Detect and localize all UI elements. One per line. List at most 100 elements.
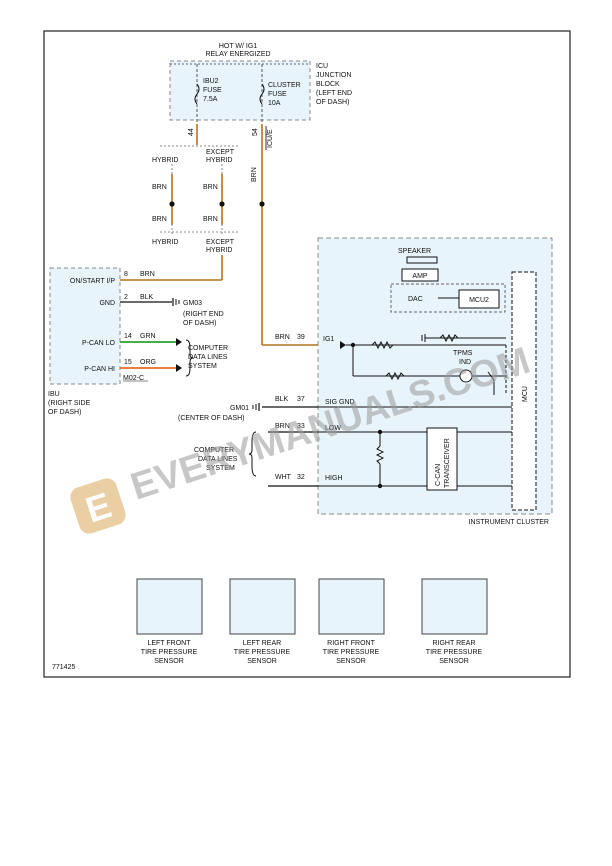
ibu-wire-color-2: BLK — [140, 294, 154, 301]
ibu-wire-color-4: ORG — [140, 359, 156, 366]
sensor-right-rear — [421, 578, 488, 635]
ibu-wire-color-1: BRN — [140, 271, 155, 278]
gm03-label-1: GM03 — [183, 300, 202, 307]
sensor-lr-label-1: LEFT REAR — [243, 640, 281, 647]
hybrid-bot-right-1: EXCEPT — [206, 239, 235, 246]
header-line-2: RELAY ENERGIZED — [205, 51, 270, 58]
cluster-pin-num-3: 33 — [297, 423, 305, 430]
gm03-label-3: OF DASH) — [183, 320, 216, 327]
ibu-wire-color-3: GRN — [140, 333, 156, 340]
fuse-ibu2-label-1: IBU2 — [203, 78, 219, 85]
sensor-lf-label-2: TIRE PRESSURE — [141, 649, 198, 656]
ibu-connector-label: M02-C — [123, 375, 144, 382]
hybrid-top-left: HYBRID — [152, 157, 178, 164]
junction-label-4: (LEFT END — [316, 90, 352, 97]
cluster-pin-name-4: HIGH — [325, 475, 343, 482]
sensor-rf-label-3: SENSOR — [336, 658, 366, 665]
ibu-label-1: IBU — [48, 391, 60, 398]
sensor-lf-label-3: SENSOR — [154, 658, 184, 665]
sensor-right-front — [318, 578, 385, 635]
hybrid-wire-label-3: BRN — [152, 216, 167, 223]
cdls-top-brace — [185, 339, 194, 377]
ibu-pin-num-4: 15 — [124, 359, 132, 366]
junction-label-3: BLOCK — [316, 81, 340, 88]
cluster-feed-color: BRN — [251, 167, 258, 182]
sensor-rr-label-1: RIGHT REAR — [432, 640, 475, 647]
ibu-pin-num-2: 2 — [124, 294, 128, 301]
tpms-label-2: IND — [459, 359, 471, 366]
hybrid-top-right-2: HYBRID — [206, 157, 232, 164]
ibu-label-3: OF DASH) — [48, 409, 81, 416]
pin-54-label: 54 — [252, 128, 259, 136]
tpms-label-1: TPMS — [453, 350, 473, 357]
junction-label-1: ICU — [316, 63, 328, 70]
cluster-pin-num-1: 39 — [297, 334, 305, 341]
mcu-block — [511, 271, 537, 511]
cluster-title: INSTRUMENT CLUSTER — [469, 519, 549, 526]
pin-44-label: 44 — [188, 128, 195, 136]
cluster-wire-color-1: BRN — [275, 334, 290, 341]
gm01-label-2: (CENTER OF DASH) — [178, 415, 245, 422]
sensor-rr-label-2: TIRE PRESSURE — [426, 649, 483, 656]
sensor-rr-label-3: SENSOR — [439, 658, 469, 665]
junction-label-2: JUNCTION — [316, 72, 351, 79]
fuse-cluster-label-1: CLUSTER — [268, 82, 301, 89]
cdls-top-label-3: SYSTEM — [188, 363, 217, 370]
figure-id: 771425 — [52, 664, 75, 671]
icu-junction-block — [169, 60, 311, 121]
cluster-wire-color-2: BLK — [275, 396, 289, 403]
ibu-pin-name-3: P-CAN LO — [82, 340, 116, 347]
cdls-bot-label-2: DATA LINES — [198, 456, 238, 463]
cluster-pin-num-4: 32 — [297, 474, 305, 481]
ibu-module — [49, 267, 121, 385]
transceiver-label-2: TRANSCEIVER — [444, 438, 451, 488]
cdls-bottom-brace — [248, 431, 257, 477]
mcu-label: MCU — [522, 386, 529, 402]
sensor-lr-label-3: SENSOR — [247, 658, 277, 665]
sensor-left-front — [136, 578, 203, 635]
cdls-top-label-2: DATA LINES — [188, 354, 228, 361]
cdls-bot-label-1: COMPUTER — [194, 447, 234, 454]
hybrid-wire-label-1: BRN — [152, 184, 167, 191]
amp-block — [401, 268, 439, 282]
mcu2-block — [458, 289, 500, 309]
speaker-icon — [406, 256, 438, 264]
sensor-lr-label-2: TIRE PRESSURE — [234, 649, 291, 656]
hybrid-wire-label-4: BRN — [203, 216, 218, 223]
junction-label-5: OF DASH) — [316, 99, 349, 106]
gm03-label-2: (RIGHT END — [183, 311, 224, 318]
cdls-top-label-1: COMPUTER — [188, 345, 228, 352]
ibu-pin-num-3: 14 — [124, 333, 132, 340]
diagram-frame — [43, 30, 571, 678]
cluster-pin-name-1: IG1 — [323, 336, 334, 343]
header-line-1: HOT W/ IG1 — [219, 43, 257, 50]
cluster-pin-name-2: SIG GND — [325, 399, 355, 406]
cluster-wire-color-4: WHT — [275, 474, 292, 481]
ibu-pin-name-4: P-CAN HI — [84, 366, 115, 373]
ibu-pin-name-1: ON/START I/P — [70, 278, 115, 285]
sensor-lf-label-1: LEFT FRONT — [147, 640, 191, 647]
c-can-transceiver-block — [426, 427, 458, 491]
hybrid-bot-left: HYBRID — [152, 239, 178, 246]
cluster-wire-color-3: BRN — [275, 423, 290, 430]
sensor-left-rear — [229, 578, 296, 635]
ibu-label-2: (RIGHT SIDE — [48, 400, 91, 407]
fuse-ibu2-symbol — [194, 83, 200, 105]
fuse-ibu2-label-3: 7.5A — [203, 96, 218, 103]
icu-connector-label: ICU/E — [267, 129, 274, 148]
ibu-pin-name-2: GND — [99, 300, 115, 307]
watermark-logo-icon — [70, 478, 126, 534]
fuse-cluster-symbol — [259, 83, 265, 105]
sensor-rf-label-2: TIRE PRESSURE — [323, 649, 380, 656]
hybrid-top-right-1: EXCEPT — [206, 149, 235, 156]
dac-label: DAC — [408, 296, 423, 303]
ibu-pin-num-1: 8 — [124, 271, 128, 278]
gm01-label-1: GM01 — [230, 405, 249, 412]
cluster-pin-name-3: LOW — [325, 425, 341, 432]
mcu2-label: MCU2 — [469, 297, 489, 304]
cdls-bot-label-3: SYSTEM — [206, 465, 235, 472]
speaker-label: SPEAKER — [398, 248, 431, 255]
fuse-cluster-label-2: FUSE — [268, 91, 287, 98]
sensor-rf-label-1: RIGHT FRONT — [327, 640, 375, 647]
